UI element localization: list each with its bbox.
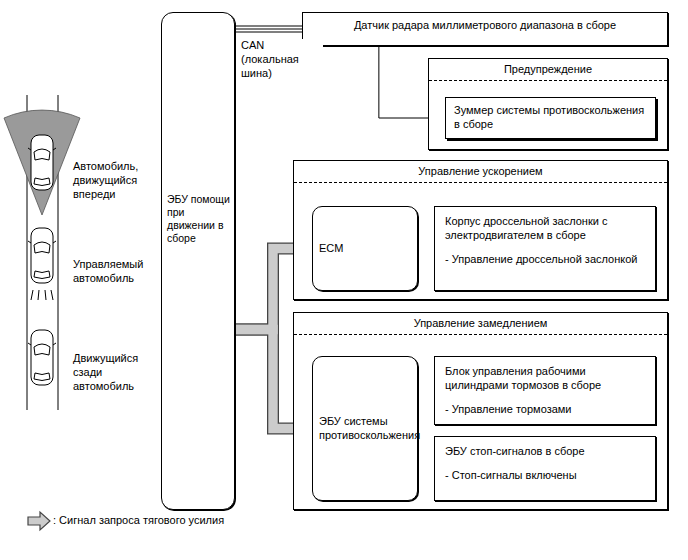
- motion-marks: [31, 290, 53, 300]
- throttle-box: Корпус дроссельной заслонки с электродви…: [434, 206, 656, 291]
- box-title: ЭБУ системы противоскольжения: [319, 415, 411, 443]
- box-function: - Стоп-сигналы включены: [445, 469, 645, 483]
- vehicle-label: Автомобиль, движущийся впереди: [73, 160, 165, 201]
- box-title: Зуммер системы противоскольжения в сборе: [454, 104, 647, 132]
- box-title: ЭБУ помощи при движении в сборе: [167, 193, 230, 246]
- vehicle-label: Движущийся сзади автомобиль: [73, 352, 165, 393]
- box-function: - Управление дроссельной заслонкой: [445, 253, 645, 267]
- rear-car: [28, 330, 56, 385]
- box-title: Блок управления рабочими цилиндрами торм…: [445, 365, 645, 393]
- signal-arrow-fill: [236, 249, 298, 330]
- host-car: [28, 228, 56, 283]
- box-title: ECM: [319, 242, 411, 256]
- can-bus-line: [235, 28, 302, 29]
- can-bus-line: [235, 25, 302, 26]
- ecu-box: ЭБУ помощи при движении в сборе: [161, 12, 235, 510]
- front-car: [28, 135, 56, 190]
- box-title: ЭБУ стоп-сигналов в сборе: [445, 445, 645, 459]
- region-heading: Предупреждение: [429, 59, 667, 81]
- ecm-box: ECM: [312, 206, 418, 291]
- region-heading: Управление ускорением: [294, 161, 667, 183]
- buzzer-box: Зуммер системы противоскольжения в сборе: [445, 97, 656, 139]
- legend-arrow-sample: [28, 512, 50, 530]
- box-function: - Управление тормозами: [445, 403, 645, 417]
- region-heading: Управление замедлением: [294, 313, 667, 335]
- deceleration-region: Управление замедлениемЭБУ системы против…: [293, 312, 668, 510]
- warning-region: ПредупреждениеЗуммер системы противоскол…: [428, 58, 668, 150]
- vehicle-label: Управляемый автомобиль: [73, 258, 165, 286]
- brake-actuator-box: Блок управления рабочими цилиндрами торм…: [434, 356, 656, 425]
- box-title: Корпус дроссельной заслонки с электродви…: [445, 215, 645, 243]
- signal-arrow-outline: [235, 330, 299, 429]
- acceleration-region: Управление ускорениемECM Корпус дроссельн…: [293, 160, 668, 300]
- radar-cone: [4, 110, 80, 215]
- skid-ecu-box: ЭБУ системы противоскольжения: [312, 356, 418, 501]
- signal-arrow-outline: [235, 249, 299, 330]
- sensor-box: Датчик радара миллиметрового диапазона в…: [302, 12, 668, 46]
- box-title: Датчик радара миллиметрового диапазона в…: [311, 19, 659, 33]
- signal-arrow-fill: [236, 330, 298, 429]
- stoplight-ecu-box: ЭБУ стоп-сигналов в сборе - Стоп-сигналы …: [434, 436, 656, 501]
- legend-text: : Сигнал запроса тягового усилия: [53, 514, 224, 528]
- bus-label: CAN (локальная шина): [241, 39, 323, 80]
- can-bus-line: [235, 31, 302, 32]
